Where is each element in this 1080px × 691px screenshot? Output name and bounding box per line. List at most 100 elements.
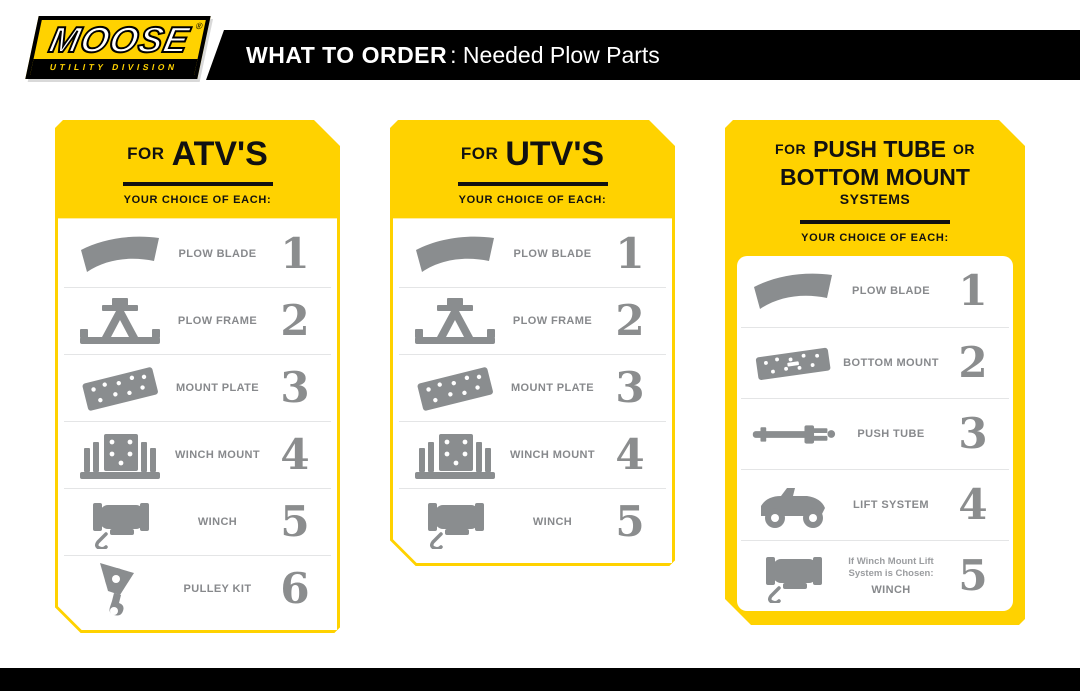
card-title: FOR ATV'S	[65, 136, 330, 173]
card-title-line: BOTTOM MOUNT	[735, 164, 1015, 192]
push-tube-icon	[749, 415, 837, 453]
card-title-line: FOR ATV'S	[65, 136, 330, 173]
top-banner: WHAT TO ORDER : Needed Plow Parts	[206, 30, 1080, 80]
part-row: WINCH 5	[64, 488, 331, 555]
card-title: FOR UTV'S	[400, 136, 665, 173]
card-title-segment: OR	[952, 141, 975, 158]
part-row: WINCH 5	[399, 488, 666, 555]
plow-blade-icon	[407, 231, 503, 277]
plow-blade-icon	[72, 231, 168, 277]
part-number: 5	[280, 497, 310, 547]
part-number: 5	[958, 550, 988, 600]
title-underline	[123, 182, 273, 186]
banner-title-rest: : Needed Plow Parts	[450, 41, 660, 68]
part-row: MOUNT PLATE 3	[64, 354, 331, 421]
cards-row: FOR ATV'S YOUR CHOICE OF EACH: PLOW BLADE…	[55, 120, 1025, 633]
part-number: 3	[615, 363, 645, 413]
plow-blade-icon	[749, 268, 837, 314]
card-title-segment: FOR	[775, 141, 807, 158]
part-number: 2	[615, 296, 645, 346]
part-row: PULLEY KIT 6	[64, 555, 331, 622]
part-label: WINCH	[197, 516, 238, 529]
banner-title-bold: WHAT TO ORDER	[246, 41, 448, 68]
plow-frame-icon	[72, 296, 168, 346]
card-title-segment: PUSH TUBE	[813, 136, 946, 162]
part-row: If Winch Mount Lift System is Chosen: WI…	[741, 540, 1009, 611]
part-label: PLOW FRAME	[512, 315, 593, 328]
choice-label: YOUR CHOICE OF EACH:	[801, 231, 949, 244]
part-label: WINCH	[532, 516, 573, 529]
part-row: PLOW FRAME 2	[399, 287, 666, 354]
part-number: 1	[615, 228, 645, 278]
part-number: 4	[280, 430, 310, 480]
choice-label: YOUR CHOICE OF EACH:	[458, 194, 607, 207]
part-row: MOUNT PLATE 3	[399, 354, 666, 421]
card-title-segment: BOTTOM MOUNT	[780, 163, 970, 190]
title-underline	[800, 220, 950, 224]
part-number: 3	[280, 363, 310, 413]
part-number: 2	[280, 296, 310, 346]
part-label: MOUNT PLATE	[510, 382, 595, 395]
moose-logo: MOOSE ® UTILITY DIVISION	[25, 16, 211, 79]
lift-system-icon	[749, 477, 837, 533]
card-title-segment: ATV'S	[171, 135, 268, 173]
part-number: 1	[958, 266, 988, 316]
title-underline	[458, 182, 608, 186]
part-row: PLOW BLADE 1	[399, 220, 666, 287]
card-body: PLOW BLADE 1 BOTTOM MOUNT 2 PUSH TUBE 3 …	[737, 256, 1013, 611]
card-header: FOR UTV'S YOUR CHOICE OF EACH:	[390, 120, 675, 218]
part-row: WINCH MOUNT 4	[64, 421, 331, 488]
card-title-segment: UTV'S	[505, 135, 605, 173]
part-label: MOUNT PLATE	[175, 382, 260, 395]
part-label: PLOW BLADE	[178, 247, 257, 260]
part-number: 4	[615, 430, 645, 480]
card-title-segment: FOR	[460, 144, 499, 164]
part-label: WINCH MOUNT	[509, 449, 596, 462]
moose-logo-subtitle: UTILITY DIVISION	[30, 58, 198, 75]
card-title-segment: SYSTEMS	[839, 191, 911, 208]
winch-icon	[72, 495, 168, 549]
card-title-line: SYSTEMS	[735, 191, 1015, 208]
winch-mount-icon	[407, 428, 503, 482]
part-row: PLOW BLADE 1	[741, 256, 1009, 327]
part-label: WINCH	[871, 583, 911, 596]
card-body: PLOW BLADE 1 PLOW FRAME 2 MOUNT PLATE 3 …	[58, 218, 337, 630]
mount-plate-icon	[72, 361, 168, 415]
part-number: 5	[615, 497, 645, 547]
card-title-line: FOR UTV'S	[400, 136, 665, 173]
part-row: LIFT SYSTEM 4	[741, 469, 1009, 540]
part-label: PUSH TUBE	[857, 427, 925, 440]
part-row: PUSH TUBE 3	[741, 398, 1009, 469]
moose-logo-text: MOOSE	[45, 18, 195, 61]
part-label: PLOW BLADE	[513, 247, 592, 260]
card-body: PLOW BLADE 1 PLOW FRAME 2 MOUNT PLATE 3 …	[393, 218, 672, 563]
part-row: PLOW BLADE 1	[64, 220, 331, 287]
part-sublabel: If Winch Mount Lift System is Chosen:	[848, 556, 934, 580]
part-number: 3	[958, 408, 988, 458]
bottom-bar	[0, 668, 1080, 691]
winch-icon	[749, 549, 837, 603]
card-title-line: FOR PUSH TUBE OR	[735, 136, 1015, 164]
mount-plate-icon	[407, 361, 503, 415]
part-number: 6	[280, 564, 310, 614]
order-card: FOR UTV'S YOUR CHOICE OF EACH: PLOW BLADE…	[390, 120, 675, 566]
card-title-segment: FOR	[127, 144, 165, 164]
winch-icon	[407, 495, 503, 549]
part-label: PULLEY KIT	[183, 583, 252, 596]
part-label: BOTTOM MOUNT	[843, 356, 939, 369]
part-number: 1	[280, 228, 310, 278]
part-row: WINCH MOUNT 4	[399, 421, 666, 488]
plow-frame-icon	[407, 296, 503, 346]
part-row: PLOW FRAME 2	[64, 287, 331, 354]
part-number: 4	[958, 479, 988, 529]
part-label: LIFT SYSTEM	[853, 498, 929, 511]
pulley-kit-icon	[72, 559, 168, 619]
winch-mount-icon	[72, 428, 168, 482]
part-row: BOTTOM MOUNT 2	[741, 327, 1009, 398]
part-label: PLOW BLADE	[852, 285, 930, 298]
